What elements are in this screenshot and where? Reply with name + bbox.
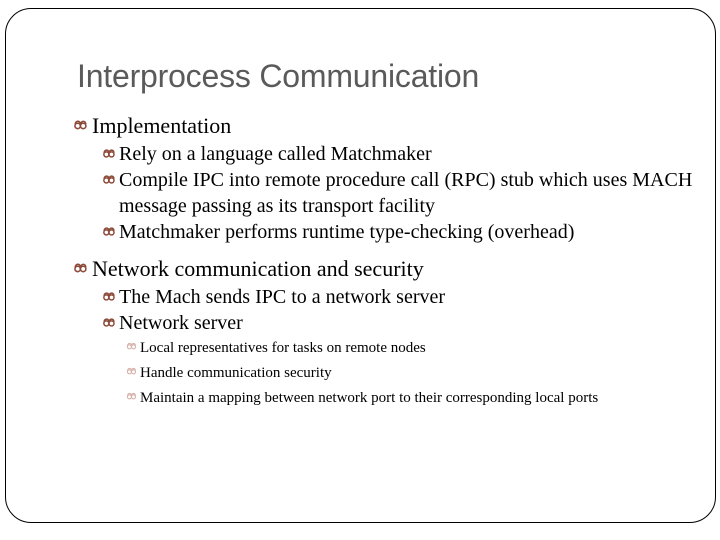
bullet-item-level1: Implementation [0, 112, 720, 140]
bullet-text: Rely on a language called Matchmaker [119, 143, 432, 165]
bullet-text: Matchmaker performs runtime type-checkin… [119, 221, 575, 243]
bullet-item-level2: The Mach sends IPC to a network server [0, 284, 720, 310]
bullet-text: Maintain a mapping between network port … [140, 390, 599, 406]
bullet-text: Implementation [92, 113, 232, 138]
bullet-item-level2: Network server [0, 310, 720, 336]
bullet-text: Network communication and security [92, 256, 424, 281]
bullet-curl-icon [102, 316, 118, 330]
bullet-text: The Mach sends IPC to a network server [119, 286, 446, 308]
bullet-item-level2: Matchmaker performs runtime type-checkin… [0, 219, 720, 245]
bullet-curl-icon [102, 147, 118, 161]
bullet-curl-icon [126, 366, 139, 377]
bullet-curl-icon [73, 118, 91, 133]
bullet-item-level3: Local representatives for tasks on remot… [0, 336, 720, 361]
bullet-item-level2: Rely on a language called Matchmaker [0, 141, 720, 167]
bullet-curl-icon [102, 173, 118, 187]
bullet-curl-icon [126, 391, 139, 402]
bullet-item-level2: Compile IPC into remote procedure call (… [0, 167, 720, 219]
bullet-curl-icon [102, 290, 118, 304]
bullet-item-level3: Maintain a mapping between network port … [0, 386, 720, 411]
bullet-item-level1: Network communication and security [0, 255, 720, 283]
bullet-item-level3: Handle communication security [0, 361, 720, 386]
slide-title: Interprocess Communication [77, 58, 480, 94]
bullet-text: Network server [119, 312, 243, 334]
bullet-curl-icon [126, 341, 139, 352]
bullet-curl-icon [102, 225, 118, 239]
bullet-text: Local representatives for tasks on remot… [140, 340, 426, 356]
bullet-text: Handle communication security [140, 365, 332, 381]
bullet-text: Compile IPC into remote procedure call (… [119, 169, 693, 217]
bullet-curl-icon [73, 261, 91, 276]
